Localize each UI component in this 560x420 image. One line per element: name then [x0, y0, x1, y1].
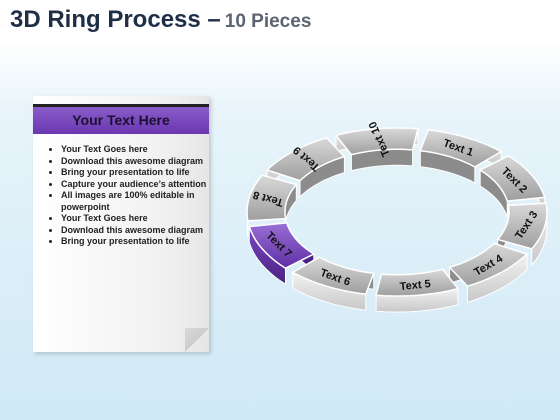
note-bullet: Download this awesome diagram: [61, 225, 211, 237]
ring-segment-top: [334, 127, 419, 156]
ring-segment: Text 10: [334, 120, 419, 172]
title-main: 3D Ring Process –: [10, 6, 221, 33]
note-bullet-list: Your Text Goes here Download this awesom…: [47, 144, 211, 248]
ring-segment-top: [496, 202, 548, 250]
ring-segment: Text 4: [448, 242, 529, 303]
ring-segment: Text 1: [419, 128, 503, 184]
note-bullet: Download this awesome diagram: [61, 156, 211, 168]
page-title: 3D Ring Process –10 Pieces: [10, 6, 311, 34]
text-note-card: Your Text Here Your Text Goes here Downl…: [33, 96, 209, 352]
ring-segment-top: [265, 136, 346, 182]
note-top-rule: [33, 104, 209, 107]
ring-segment-top: [246, 174, 298, 222]
ring-segment: Text 3: [496, 202, 548, 267]
ring-segment-top: [448, 242, 529, 288]
note-bullet: Capture your audience’s attention: [61, 179, 211, 191]
note-bullet: Your Text Goes here: [61, 213, 211, 225]
ring-segment: Text 2: [478, 154, 546, 218]
title-bar: 3D Ring Process –10 Pieces: [0, 0, 560, 44]
ring-segment: Text 5: [375, 268, 460, 313]
ring-segment: Text 7: [248, 222, 316, 286]
title-sub: 10 Pieces: [224, 11, 312, 32]
ring-segment: Text 6: [291, 256, 375, 311]
note-bullet: Bring your presentation to life: [61, 167, 211, 179]
ring-segment: Text 9: [265, 136, 346, 198]
ring-segment-top: [291, 256, 375, 296]
note-heading: Your Text Here: [33, 107, 209, 134]
note-bullet: All images are 100% editable in powerpoi…: [61, 190, 211, 213]
note-bullet: Your Text Goes here: [61, 144, 211, 156]
ring-segment-top: [419, 128, 503, 168]
ring-segment: Text 8: [246, 173, 298, 237]
ring-segment-top: [375, 268, 460, 297]
note-bullet: Bring your presentation to life: [61, 236, 211, 248]
ring-segment-top: [478, 154, 546, 202]
ring-segment-top: [248, 222, 316, 270]
ring-segment-label: Text 5: [399, 278, 431, 293]
